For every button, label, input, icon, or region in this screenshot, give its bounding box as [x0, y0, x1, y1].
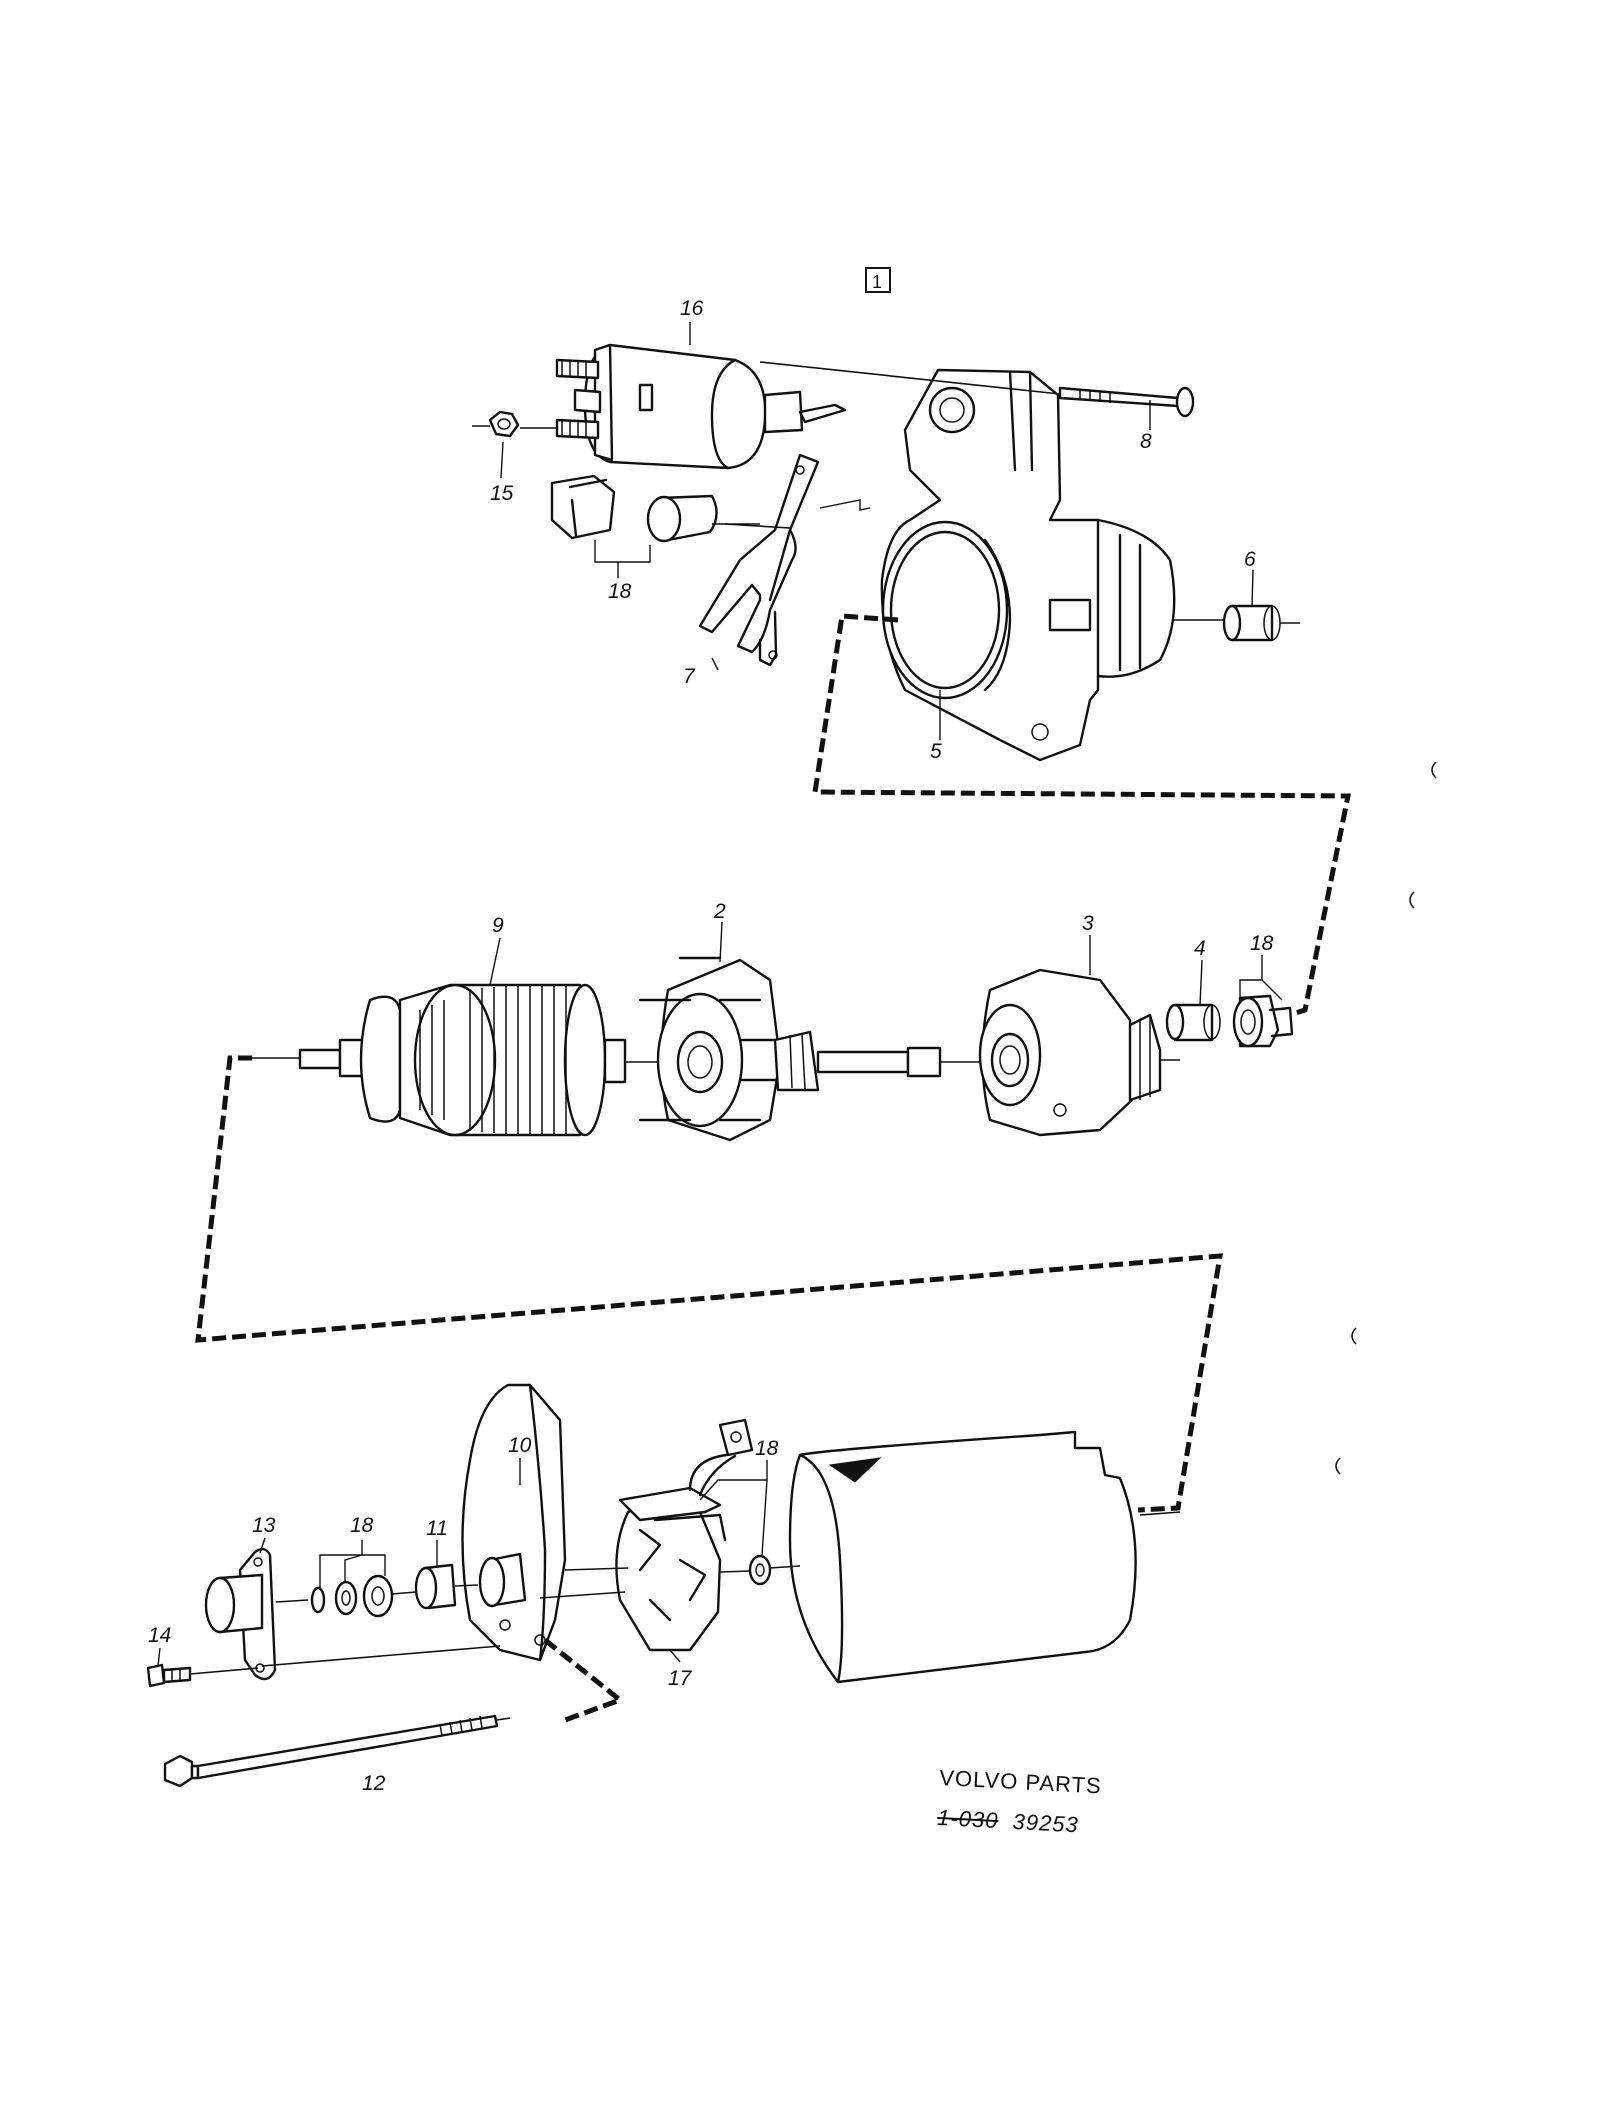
part-yoke-housing	[788, 1430, 1181, 1684]
callout-10: 10	[508, 1434, 532, 1457]
part-13-end-cap	[204, 1547, 309, 1681]
part-5-drive-end-housing	[880, 368, 1176, 762]
scan-margin-marks	[1335, 761, 1437, 1475]
catalogue-code-prefix: 1-030	[936, 1804, 1000, 1834]
callout-7: 7	[683, 665, 696, 688]
callout-11: 11	[426, 1517, 448, 1540]
part-3-pinion-clutch	[978, 968, 1180, 1137]
figure-number-box: 1	[865, 267, 891, 293]
callout-leaders	[157, 322, 1283, 1667]
callout-3: 3	[1082, 912, 1094, 935]
catalogue-footer: VOLVO PARTS 1-030 39253	[936, 1765, 1103, 1853]
callout-13: 13	[252, 1514, 276, 1537]
part-4-spacer	[1165, 1003, 1221, 1042]
callout-4: 4	[1194, 937, 1206, 960]
callout-5: 5	[930, 740, 942, 763]
figure-number: 1	[872, 272, 882, 292]
part-17-brush-holder	[615, 1418, 754, 1652]
callout-16: 16	[680, 297, 704, 320]
callout-18-right: 18	[755, 1437, 779, 1460]
callout-15: 15	[490, 482, 514, 505]
callout-14: 14	[148, 1624, 171, 1647]
part-6-bushing	[1172, 604, 1300, 642]
part-2-intermediate-bearing	[638, 956, 985, 1142]
part-7-shift-lever	[698, 453, 820, 667]
part-18-washer-right	[719, 1554, 801, 1586]
callout-18-top: 18	[608, 580, 632, 603]
catalogue-code-number: 39253	[1012, 1808, 1080, 1838]
callout-18-left: 18	[350, 1514, 374, 1537]
part-16-solenoid	[555, 343, 847, 470]
callout-6: 6	[1244, 548, 1256, 571]
part-12-through-bolt	[163, 1591, 626, 1788]
part-9-armature	[252, 983, 660, 1137]
callout-2: 2	[713, 900, 726, 923]
part-18-washers-left	[310, 1574, 417, 1618]
callout-18-middle: 18	[1250, 932, 1274, 955]
callout-9: 9	[492, 914, 504, 937]
part-11-bush	[414, 1563, 479, 1610]
assembly-connection-dashed-lines	[195, 499, 1352, 1723]
part-8-bolt	[759, 361, 1195, 418]
callout-labels: 16 15 18 7 8 6 5 9 2 3 4 18 10 13 18 11 …	[148, 297, 1274, 1795]
part-18-stop-ring	[1232, 994, 1294, 1048]
part-14-screw	[146, 1645, 501, 1688]
part-10-end-shield	[461, 1383, 629, 1662]
part-18-seal-top	[550, 474, 760, 543]
callout-8: 8	[1140, 430, 1152, 453]
catalogue-code: 1-030 39253	[937, 1805, 1101, 1839]
part-15-nut	[472, 410, 556, 438]
callout-17: 17	[668, 1667, 693, 1690]
callout-12: 12	[362, 1772, 386, 1795]
